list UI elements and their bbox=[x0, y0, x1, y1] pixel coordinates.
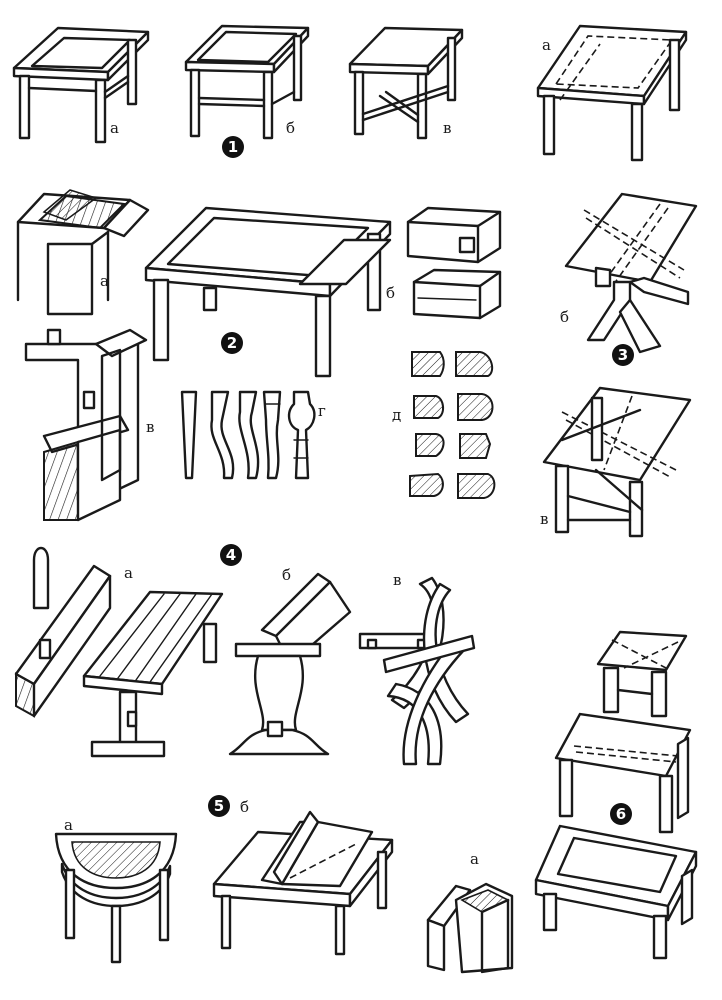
svg-text:4: 4 bbox=[226, 546, 236, 564]
label-2g: г bbox=[318, 402, 326, 420]
trestle-4b-drawing bbox=[228, 572, 352, 756]
table-1a-drawing bbox=[12, 26, 150, 144]
svg-text:2: 2 bbox=[227, 334, 237, 352]
figure-2-badge: 2 bbox=[221, 332, 243, 354]
table-2-drawing bbox=[144, 206, 392, 378]
figure-6-badge: 6 bbox=[610, 803, 632, 825]
x-stand-4v-drawing bbox=[358, 576, 476, 766]
svg-text:5: 5 bbox=[214, 797, 224, 815]
folding-table-5b-drawing bbox=[212, 810, 394, 956]
label-1v: в bbox=[443, 119, 451, 137]
legs-2g-drawing bbox=[180, 390, 316, 480]
half-round-table-5a-drawing bbox=[54, 832, 178, 964]
sub-labels: а б в а а б в г д б в а б в а б а bbox=[64, 36, 569, 868]
svg-text:3: 3 bbox=[618, 346, 628, 364]
label-3b: б bbox=[560, 308, 569, 326]
label-1a: а bbox=[110, 119, 119, 137]
label-5b: б bbox=[240, 798, 249, 816]
figure-1-badge: 1 bbox=[222, 136, 244, 158]
figure-3-badge: 3 bbox=[612, 344, 634, 366]
bench-parts-4a-drawing bbox=[14, 546, 224, 758]
post-detail-5a-drawing bbox=[426, 882, 514, 974]
label-2a: а bbox=[100, 272, 109, 290]
figure-5-badge: 5 bbox=[208, 795, 230, 817]
figure-6: 6 bbox=[534, 630, 698, 960]
label-3v: в bbox=[540, 510, 548, 528]
corner-construction-2v-drawing bbox=[24, 328, 148, 522]
figure-2: 2 bbox=[16, 189, 502, 522]
table-glass-1a-drawing bbox=[536, 24, 688, 162]
glass-bench-6-drawing bbox=[554, 712, 692, 834]
edge-profiles-2d-drawing bbox=[409, 351, 496, 499]
label-4a: а bbox=[124, 564, 133, 582]
svg-text:1: 1 bbox=[228, 138, 238, 156]
label-4v: в bbox=[393, 571, 401, 589]
label-1b: б bbox=[286, 119, 295, 137]
board-profiles-2b-drawing bbox=[406, 206, 502, 320]
corner-joint-2a-drawing bbox=[16, 189, 150, 316]
svg-text:6: 6 bbox=[616, 805, 626, 823]
figure-1: 1 bbox=[12, 24, 688, 162]
figure-4-badge: 4 bbox=[220, 544, 242, 566]
label-2v: в bbox=[146, 418, 154, 436]
table-1v-drawing bbox=[348, 26, 464, 140]
label-2b: б bbox=[386, 284, 395, 302]
glass-stool-6-drawing bbox=[596, 630, 688, 718]
label-5a-post: а bbox=[470, 850, 479, 868]
label-4b: б bbox=[282, 566, 291, 584]
box-table-6-drawing bbox=[534, 824, 698, 960]
figure-3: 3 bbox=[542, 192, 698, 538]
label-5a: а bbox=[64, 816, 73, 834]
label-1a-glass: а bbox=[542, 36, 551, 54]
table-1b-drawing bbox=[184, 24, 310, 140]
glass-table-3v-drawing bbox=[542, 386, 692, 538]
glass-table-3b-drawing bbox=[564, 192, 698, 354]
figure-4: 4 bbox=[14, 544, 476, 766]
label-2d: д bbox=[392, 406, 401, 424]
figure-5: 5 bbox=[54, 795, 514, 974]
